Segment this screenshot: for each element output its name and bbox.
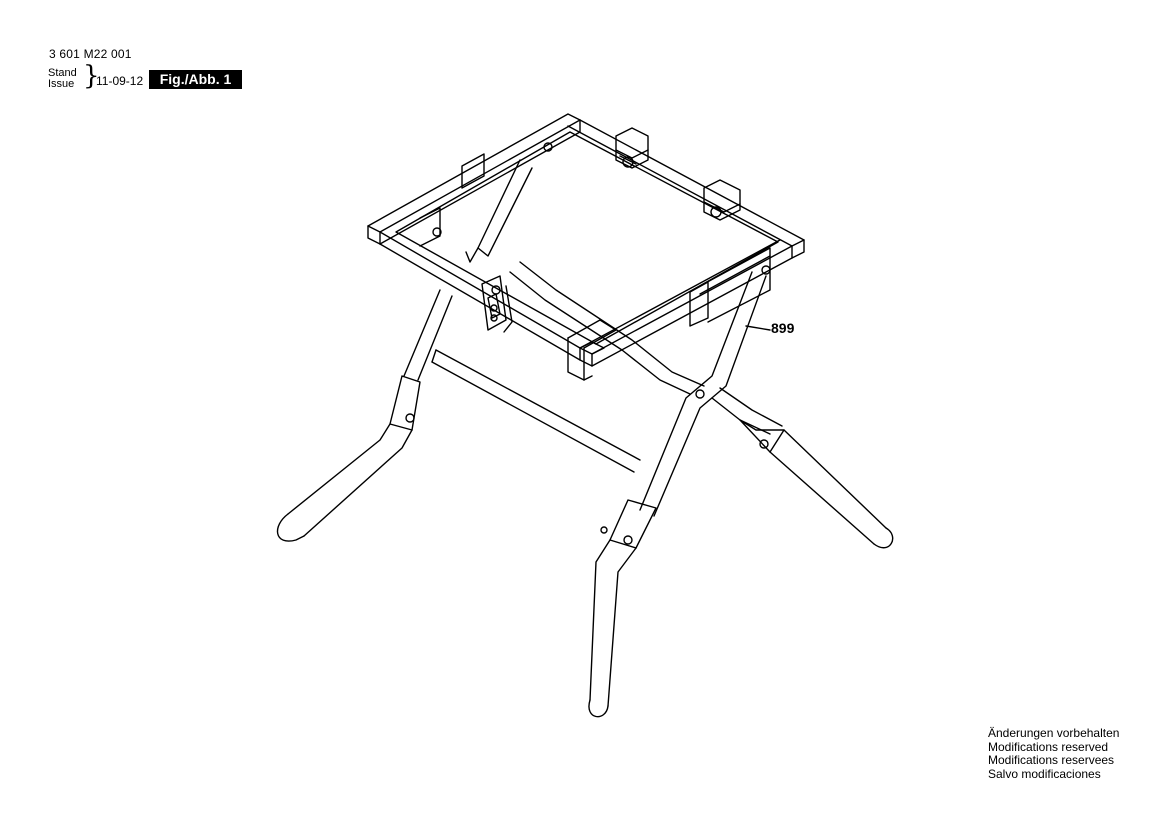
rear-right-leg bbox=[510, 262, 704, 394]
brace-symbol: } bbox=[83, 61, 100, 91]
cross-brace bbox=[432, 350, 640, 472]
figure-badge: Fig./Abb. 1 bbox=[149, 70, 242, 89]
latch-lever bbox=[482, 276, 512, 332]
stand-issue-label: Stand Issue bbox=[48, 68, 77, 90]
disclaimer: Änderungen vorbehalten Modifications res… bbox=[988, 726, 1120, 781]
rear-right-foot bbox=[712, 388, 893, 548]
callout-leader-899 bbox=[746, 326, 770, 330]
front-right-leg bbox=[589, 272, 766, 717]
part-number: 3 601 M22 001 bbox=[49, 47, 132, 61]
disclaimer-line-de: Änderungen vorbehalten bbox=[988, 726, 1120, 740]
hinge-brackets bbox=[462, 128, 740, 220]
stand-label: Stand bbox=[48, 67, 77, 79]
disclaimer-line-en: Modifications reserved bbox=[988, 739, 1109, 754]
callout-899: 899 bbox=[771, 320, 795, 336]
issue-label: Issue bbox=[48, 78, 75, 90]
issue-date: 11-09-12 bbox=[96, 74, 144, 88]
disclaimer-line-fr: Modifications reservees bbox=[988, 753, 1115, 768]
front-left-leg bbox=[278, 290, 452, 541]
rear-left-leg bbox=[466, 143, 552, 262]
disclaimer-line-es: Salvo modificaciones bbox=[988, 766, 1101, 781]
top-frame bbox=[368, 114, 804, 380]
